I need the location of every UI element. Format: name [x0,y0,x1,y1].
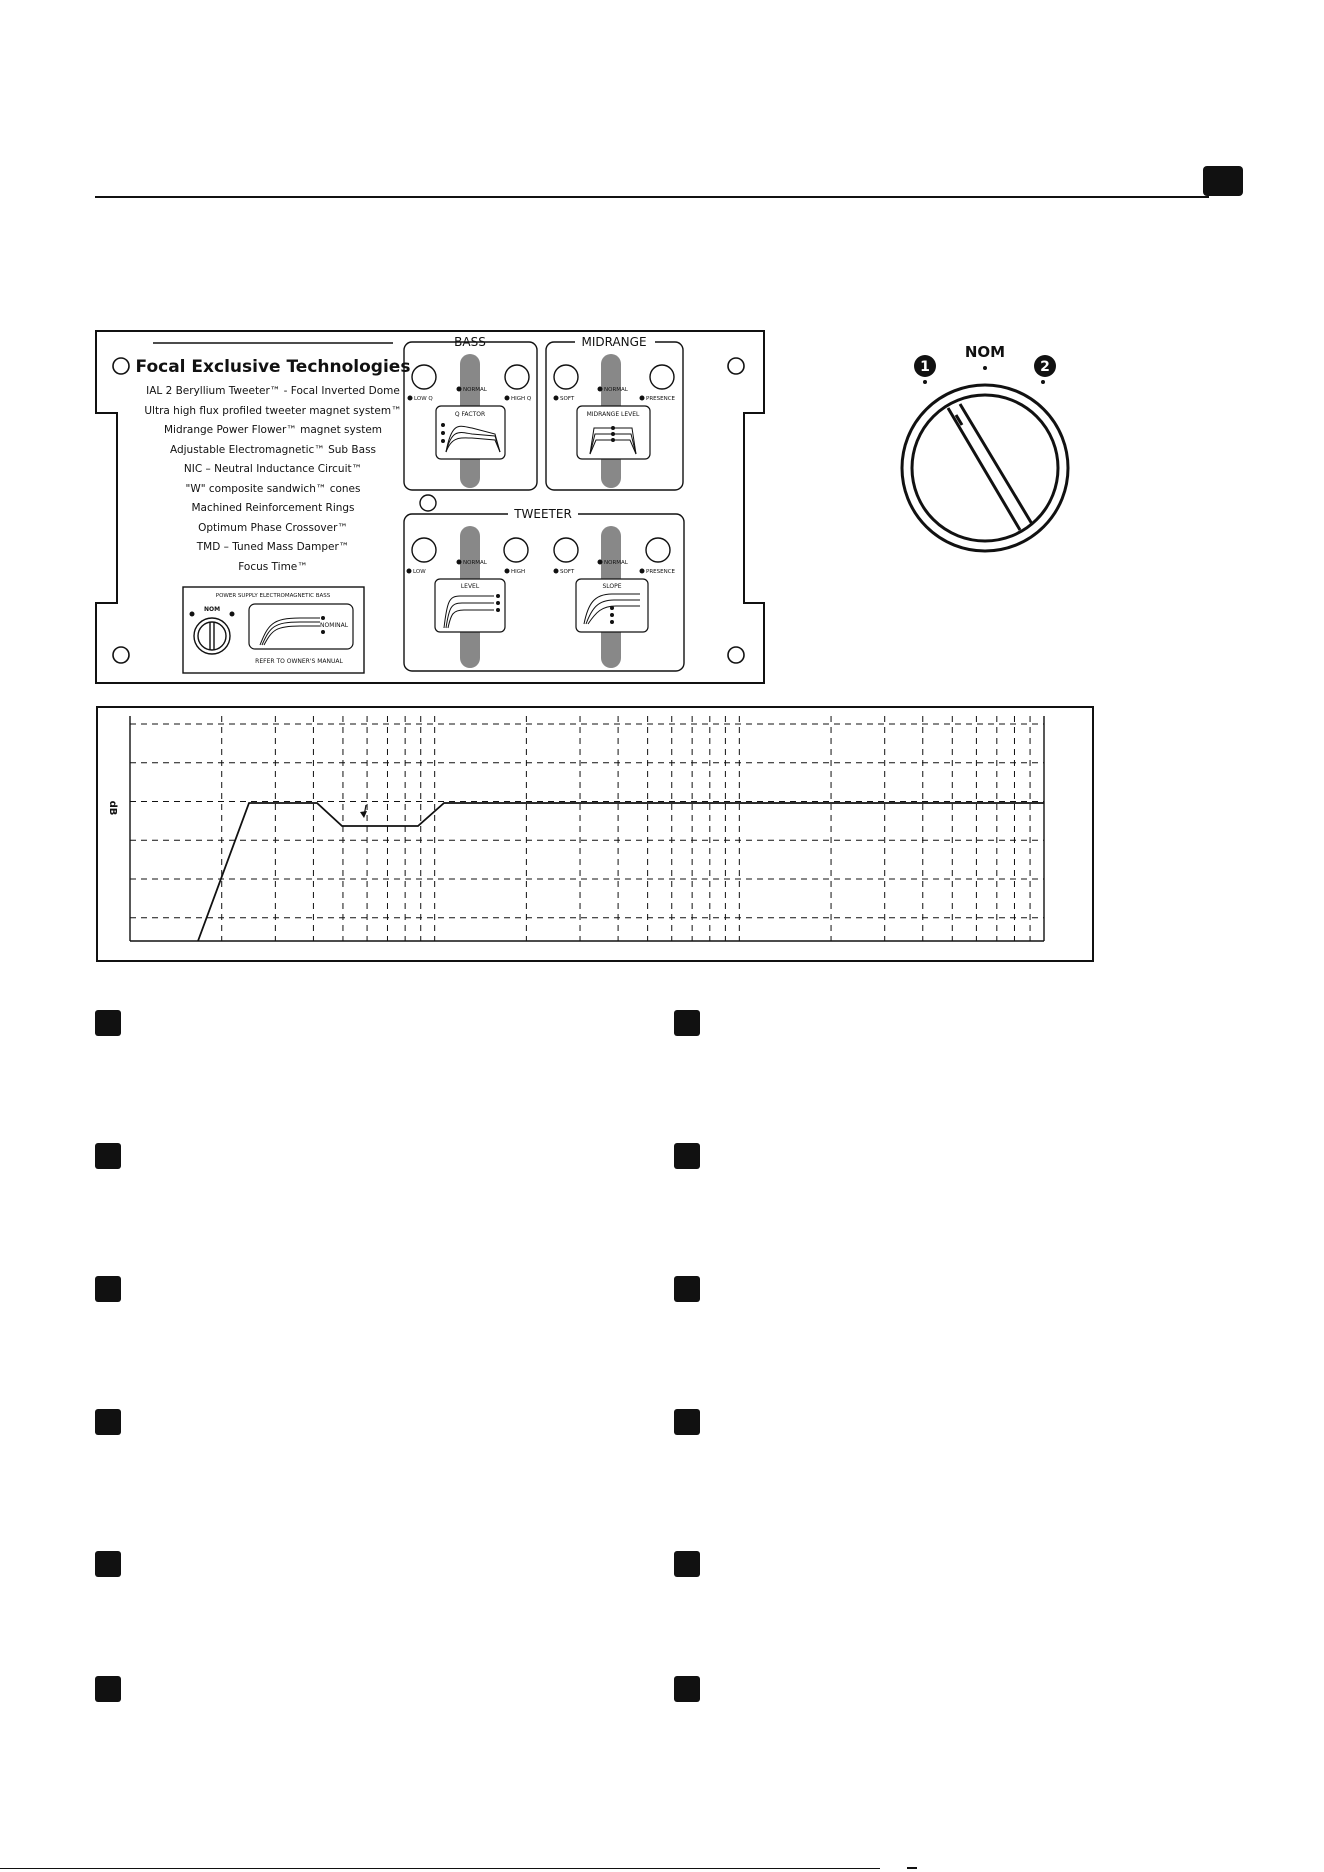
midrange-block: MIDRANGE SOFT NORMAL PRESENCE MIDRANGE L… [545,335,684,491]
response-chart: dB [96,706,1094,962]
nom-knob-diagram: NOM 1 2 [900,343,1070,553]
feature-item: Adjustable Electromagnetic™ Sub Bass [170,444,376,456]
footer-mark [907,1867,917,1869]
svg-text:SOFT: SOFT [560,396,575,402]
mount-hole [727,357,745,375]
feature-item: "W" composite sandwich™ cones [186,483,361,495]
svg-text:NOM: NOM [204,606,220,613]
item-marker [674,1409,700,1435]
feature-item: IAL 2 Beryllium Tweeter™ - Focal Inverte… [146,385,400,397]
item-marker [95,1276,121,1302]
bass-block: BASS LOW Q NORMAL HIGH Q Q FACTOR [403,335,538,491]
section-tab [1203,166,1243,196]
knob-pos2-label: 2 [1040,359,1050,375]
svg-text:NORMAL: NORMAL [604,387,629,393]
feature-item: Machined Reinforcement Rings [191,502,354,514]
svg-text:NORMAL: NORMAL [463,560,488,566]
svg-text:POWER SUPPLY ELECTROMAGNETIC B: POWER SUPPLY ELECTROMAGNETIC BASS [216,593,331,599]
svg-text:HIGH Q: HIGH Q [511,396,532,402]
feature-list: IAL 2 Beryllium Tweeter™ - Focal Inverte… [144,385,401,573]
response-ylabel: dB [107,801,118,816]
header-rule [95,196,1209,198]
item-marker [674,1010,700,1036]
svg-text:NORMAL: NORMAL [604,560,629,566]
svg-text:PRESENCE: PRESENCE [646,569,676,575]
item-marker [674,1676,700,1702]
feature-item: Optimum Phase Crossover™ [198,522,348,534]
feature-item: NIC – Neutral Inductance Circuit™ [184,463,362,475]
knob-pos1-label: 1 [920,359,930,375]
tweeter-block: TWEETER LOW NORMAL HIGH LEVEL SOFT NORMA… [403,507,685,672]
center-hole [419,494,437,512]
item-marker [674,1276,700,1302]
control-panel: Focal Exclusive Technologies IAL 2 Beryl… [95,330,765,684]
feature-item: Ultra high flux profiled tweeter magnet … [144,405,401,417]
svg-text:Q FACTOR: Q FACTOR [455,411,485,418]
item-marker [674,1143,700,1169]
svg-text:MIDRANGE LEVEL: MIDRANGE LEVEL [587,411,640,418]
svg-text:BASS: BASS [454,335,486,349]
feature-item: Focus Time™ [238,561,308,573]
footer-rule [0,1868,880,1869]
svg-text:LOW Q: LOW Q [414,396,433,402]
svg-text:SLOPE: SLOPE [602,583,621,590]
power-supply-box: POWER SUPPLY ELECTROMAGNETIC BASS NOM NO… [182,586,365,674]
feature-item: TMD – Tuned Mass Damper™ [196,541,350,553]
svg-text:TWEETER: TWEETER [513,507,572,521]
knob-inner-ring [910,393,1060,543]
mount-hole [112,357,130,375]
panel-heading: Focal Exclusive Technologies [136,357,411,377]
svg-text:SOFT: SOFT [560,569,575,575]
panel-outline [95,330,765,684]
item-marker [95,1143,121,1169]
item-marker [95,1409,121,1435]
feature-item: Midrange Power Flower™ magnet system [164,424,382,436]
svg-text:LEVEL: LEVEL [461,583,480,590]
svg-text:MIDRANGE: MIDRANGE [581,335,646,349]
svg-text:PRESENCE: PRESENCE [646,396,676,402]
knob-outer-ring [900,383,1070,553]
svg-text:REFER TO OWNER'S MANUAL: REFER TO OWNER'S MANUAL [255,658,343,665]
svg-text:NORMAL: NORMAL [463,387,488,393]
response-grid [129,716,1045,942]
mount-hole [112,646,130,664]
knob-nom-label: NOM [965,343,1005,361]
item-marker [95,1676,121,1702]
svg-text:NOMINAL: NOMINAL [320,622,349,629]
svg-text:HIGH: HIGH [511,569,525,575]
mount-hole [727,646,745,664]
item-marker [95,1010,121,1036]
svg-text:LOW: LOW [413,569,426,575]
response-curve [197,802,1044,942]
item-marker [674,1551,700,1577]
item-marker [95,1551,121,1577]
